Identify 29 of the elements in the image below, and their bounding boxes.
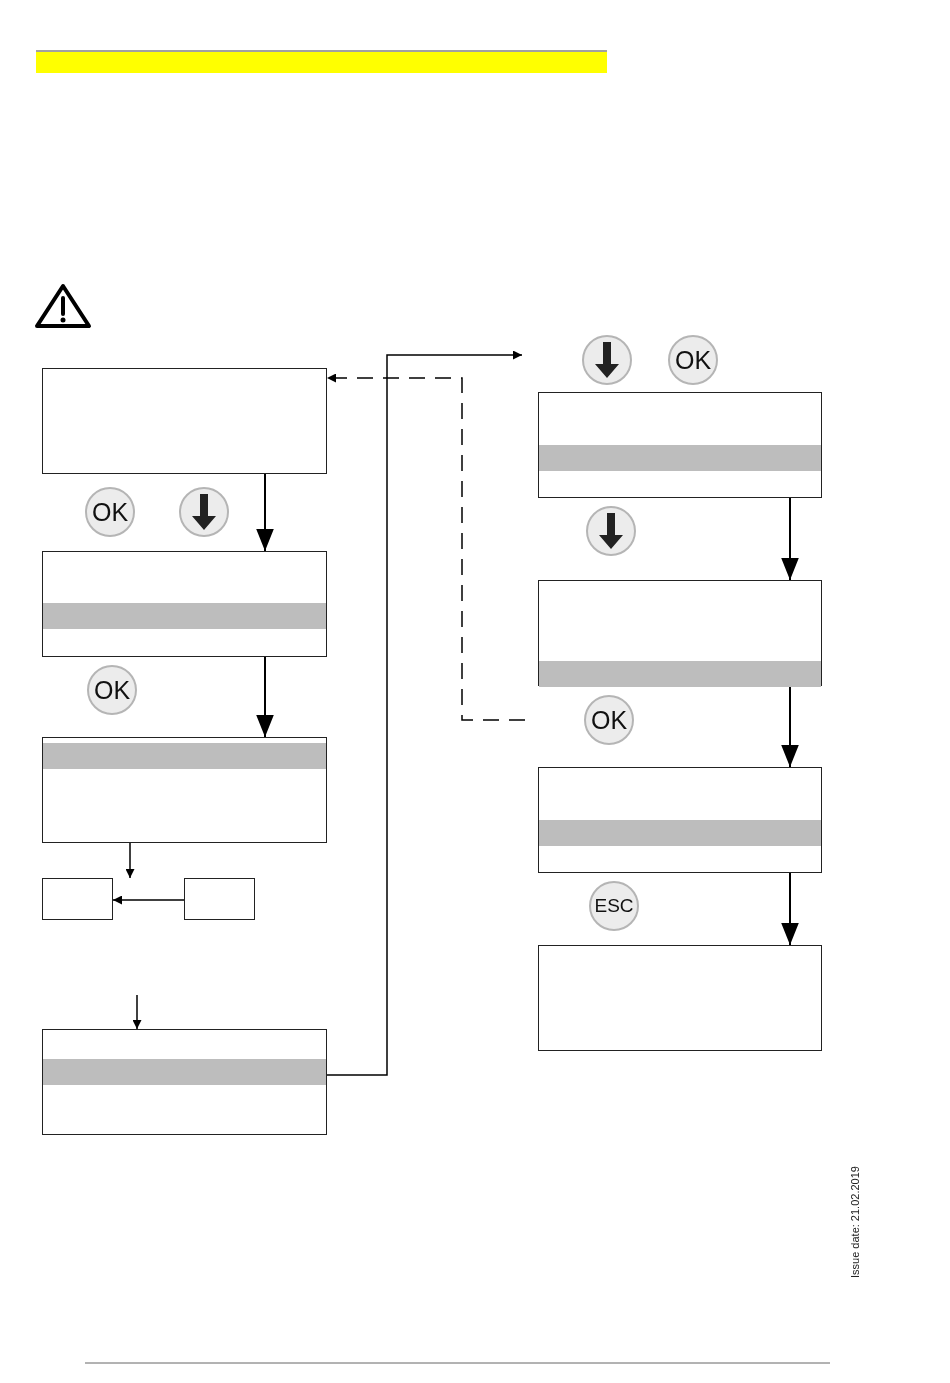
- display-screen: [538, 767, 822, 873]
- key-button: OK: [584, 695, 634, 745]
- display-screen: [42, 878, 113, 920]
- arrow: [132, 994, 142, 1030]
- arrow: [256, 656, 274, 738]
- arrow: [781, 872, 799, 946]
- display-screen: [184, 878, 255, 920]
- arrow: [125, 842, 135, 879]
- down-arrow-button: [586, 506, 636, 556]
- display-screen: [42, 737, 327, 843]
- display-screen: [538, 392, 822, 498]
- arrow: [781, 685, 799, 768]
- key-button: OK: [85, 487, 135, 537]
- arrow: [256, 473, 274, 552]
- down-arrow-button: [582, 335, 632, 385]
- display-screen: [538, 580, 822, 686]
- arrow: [326, 350, 523, 1076]
- display-screen: [538, 945, 822, 1051]
- display-screen: [42, 1029, 327, 1135]
- display-screen: [42, 368, 327, 474]
- key-button: OK: [668, 335, 718, 385]
- arrow: [781, 497, 799, 581]
- display-screen: [42, 551, 327, 657]
- arrow: [112, 895, 185, 905]
- key-button: OK: [87, 665, 137, 715]
- key-button: ESC: [589, 881, 639, 931]
- issue-date-note: Issue date: 21.02.2019: [849, 1165, 861, 1278]
- dashed-arrow: [326, 373, 526, 721]
- down-arrow-button: [179, 487, 229, 537]
